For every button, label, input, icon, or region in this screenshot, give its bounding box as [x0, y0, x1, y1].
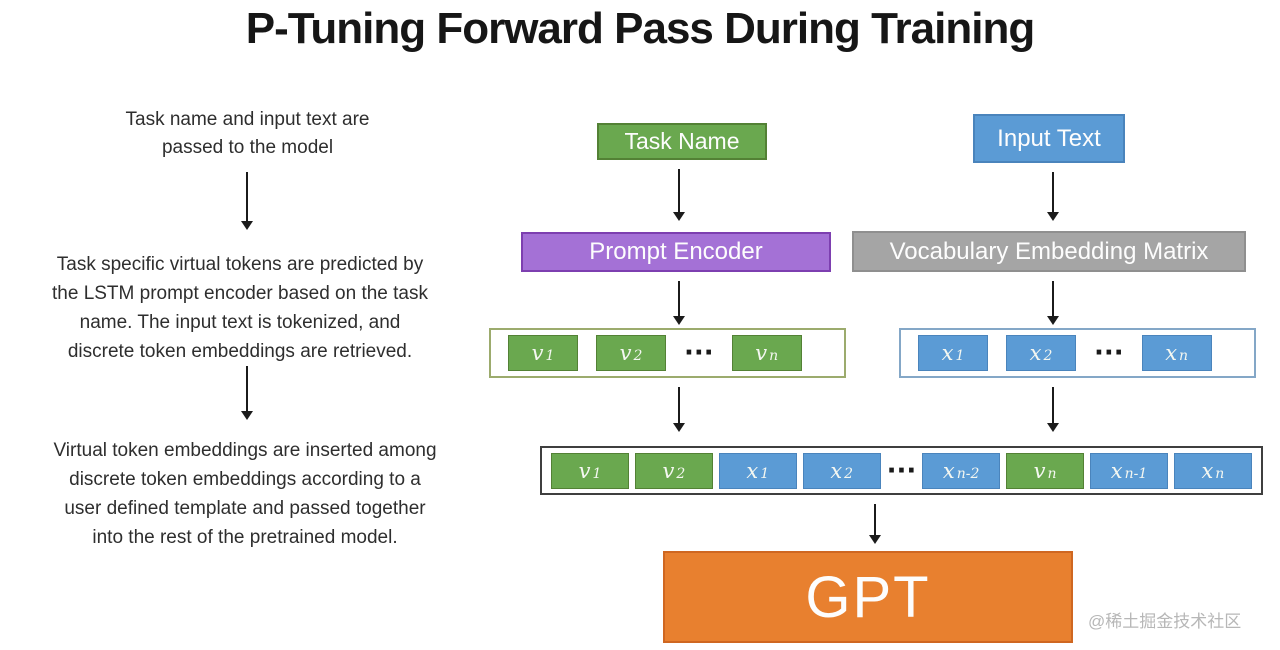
arrow-head	[1047, 212, 1059, 221]
token-base: x	[1110, 458, 1123, 483]
down-arrow-icon	[241, 366, 253, 420]
gpt-model-box: GPT	[663, 551, 1073, 643]
down-arrow-icon	[673, 281, 685, 325]
note-step1: Task name and input text are passed to t…	[60, 106, 435, 162]
token-base: v	[578, 458, 591, 483]
note-line: user defined template and passed togethe…	[64, 498, 426, 519]
task-name-box: Task Name	[597, 123, 767, 160]
down-arrow-icon	[1047, 172, 1059, 221]
arrow-head	[241, 411, 253, 420]
note-line: the LSTM prompt encoder based on the tas…	[52, 283, 428, 304]
arrow-head	[1047, 423, 1059, 432]
down-arrow-icon	[673, 169, 685, 221]
token-base: v	[619, 341, 632, 365]
token-base: v	[531, 341, 544, 365]
token-base: v	[1033, 458, 1046, 483]
note-line: Task specific virtual tokens are predict…	[56, 254, 424, 275]
prompt-encoder-box: Prompt Encoder	[521, 232, 831, 272]
token-base: x	[941, 341, 954, 365]
arrow-head	[241, 221, 253, 230]
arrow-head	[673, 212, 685, 221]
down-arrow-icon	[673, 387, 685, 432]
arrow-head	[673, 423, 685, 432]
note-line: Virtual token embeddings are inserted am…	[53, 440, 437, 461]
vocabulary-embedding-matrix-box: Vocabulary Embedding Matrix	[852, 231, 1246, 272]
arrow-head	[1047, 316, 1059, 325]
token-base: x	[1029, 341, 1042, 365]
down-arrow-icon	[869, 504, 881, 544]
ellipsis-dots: ···	[684, 338, 714, 368]
note-line: name. The input text is tokenized, and	[79, 312, 401, 333]
note-line: into the rest of the pretrained model.	[92, 527, 398, 548]
note-line: discrete token embeddings according to a	[69, 469, 421, 490]
token-base: x	[1165, 341, 1178, 365]
arrow-shaft	[678, 169, 680, 212]
arrow-head	[673, 316, 685, 325]
token-base: v	[662, 458, 675, 483]
arrow-shaft	[1052, 387, 1054, 423]
down-arrow-icon	[1047, 387, 1059, 432]
arrow-shaft	[678, 387, 680, 423]
note-line: discrete token embeddings are retrieved.	[67, 341, 413, 362]
down-arrow-icon	[1047, 281, 1059, 325]
arrow-shaft	[246, 366, 248, 411]
ellipsis-dots: ···	[886, 455, 917, 486]
diagram-title: P-Tuning Forward Pass During Training	[245, 4, 1035, 53]
arrow-head	[869, 535, 881, 544]
token-base: x	[830, 458, 843, 483]
note-step3: Virtual token embeddings are inserted am…	[15, 436, 475, 552]
ellipsis-dots: ···	[1094, 338, 1124, 368]
token-base: x	[1201, 458, 1214, 483]
token-base: v	[755, 341, 768, 365]
note-step2: Task specific virtual tokens are predict…	[5, 250, 475, 366]
note-line: passed to the model	[161, 137, 334, 158]
arrow-shaft	[874, 504, 876, 535]
watermark-text: @稀土掘金技术社区	[1088, 612, 1242, 631]
arrow-shaft	[246, 172, 248, 221]
input-text-box: Input Text	[973, 114, 1125, 163]
arrow-shaft	[1052, 172, 1054, 212]
note-line: Task name and input text are	[125, 109, 370, 130]
arrow-shaft	[678, 281, 680, 316]
token-base: x	[746, 458, 759, 483]
token-base: x	[942, 458, 955, 483]
down-arrow-icon	[241, 172, 253, 230]
arrow-shaft	[1052, 281, 1054, 316]
